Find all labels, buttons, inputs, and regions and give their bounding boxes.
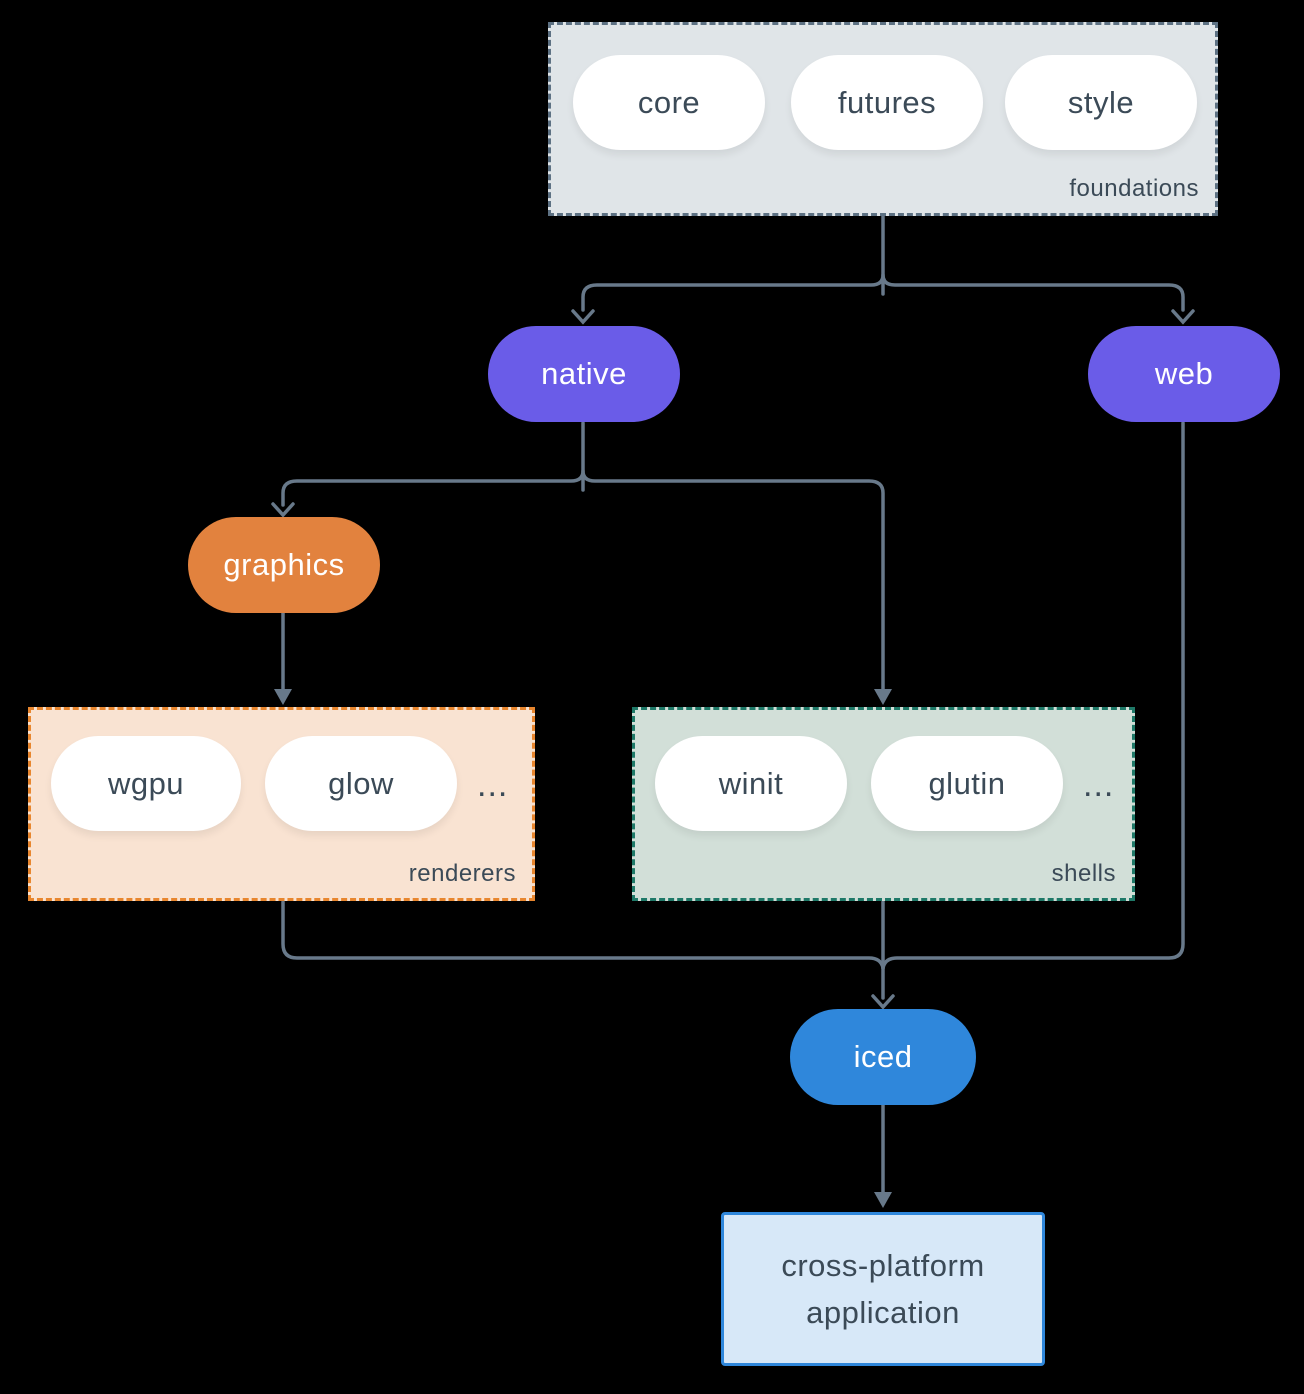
pill-futures: futures <box>791 55 983 150</box>
pill-glow: glow <box>265 736 457 831</box>
pill-winit: winit <box>655 736 847 831</box>
renderers-label: renderers <box>408 860 516 887</box>
edge-native-graphics <box>281 421 585 507</box>
pill-wgpu: wgpu <box>51 736 241 831</box>
arrowhead-application <box>874 1192 892 1208</box>
group-foundations: core futures style foundations <box>548 22 1218 216</box>
node-graphics: graphics <box>188 517 380 613</box>
pill-glutin: glutin <box>871 736 1063 831</box>
shells-label: shells <box>1051 860 1116 887</box>
pill-style: style <box>1005 55 1197 150</box>
application-box: cross-platform application <box>721 1212 1045 1366</box>
arrowhead-shells <box>874 689 892 705</box>
shells-ellipsis: ... <box>1083 766 1115 804</box>
arrowhead-renderers <box>274 689 292 705</box>
group-renderers: wgpu glow ... renderers <box>28 707 535 901</box>
edge-foundations-native <box>581 214 885 312</box>
arrowhead-iced <box>871 994 895 1010</box>
node-web: web <box>1088 326 1280 422</box>
pill-core: core <box>573 55 765 150</box>
application-label-line1: cross-platform <box>781 1248 985 1283</box>
arrowhead-web <box>1171 309 1195 325</box>
application-label-line2: application <box>806 1295 960 1330</box>
arrowhead-graphics <box>271 502 295 518</box>
edge-renderers-iced <box>281 900 885 970</box>
node-iced: iced <box>790 1009 976 1105</box>
foundations-label: foundations <box>1069 175 1199 202</box>
renderers-ellipsis: ... <box>477 766 509 804</box>
edge-native-shells <box>581 469 885 692</box>
node-native: native <box>488 326 680 422</box>
arrowhead-native <box>571 309 595 325</box>
edge-foundations-web <box>881 273 1185 312</box>
group-shells: winit glutin ... shells <box>632 707 1135 901</box>
